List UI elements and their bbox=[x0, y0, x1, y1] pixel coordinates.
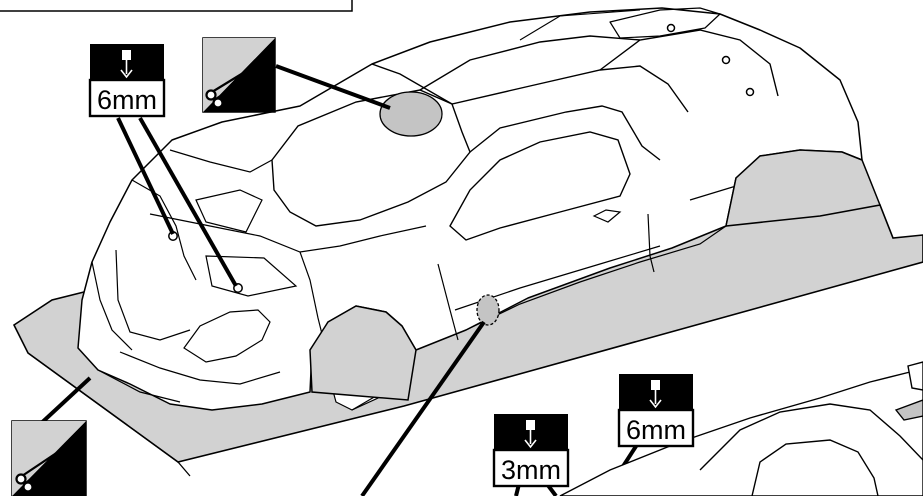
drill-callout-3mm: 3mm bbox=[492, 414, 570, 488]
cut-callout-front bbox=[11, 420, 87, 496]
drill-size-label-3mm: 3mm bbox=[501, 455, 561, 485]
cabin bbox=[271, 29, 779, 241]
rear-hole-1 bbox=[666, 23, 676, 33]
header-frame bbox=[0, 0, 353, 12]
drill-size-label-hood: 6mm bbox=[97, 85, 157, 115]
drill-size-label-6mm-lower: 6mm bbox=[626, 415, 686, 445]
curved-scissors-icon bbox=[15, 445, 73, 493]
cut-callout-roof bbox=[202, 37, 276, 113]
rear-hole-2 bbox=[721, 55, 731, 65]
drill-callout-hood: 6mm bbox=[88, 44, 166, 118]
wheel-arches bbox=[309, 149, 882, 401]
rear-hole-3 bbox=[745, 87, 755, 97]
drill-callout-6mm-lower: 6mm bbox=[617, 374, 695, 448]
curved-scissors-icon bbox=[205, 63, 261, 109]
second-car-body bbox=[559, 361, 923, 496]
roof-cut-area bbox=[379, 91, 443, 137]
door-cut-area bbox=[476, 294, 500, 326]
drill-bit-icon bbox=[524, 420, 537, 449]
drill-bit-icon bbox=[649, 380, 662, 409]
drill-bit-icon bbox=[120, 50, 133, 79]
